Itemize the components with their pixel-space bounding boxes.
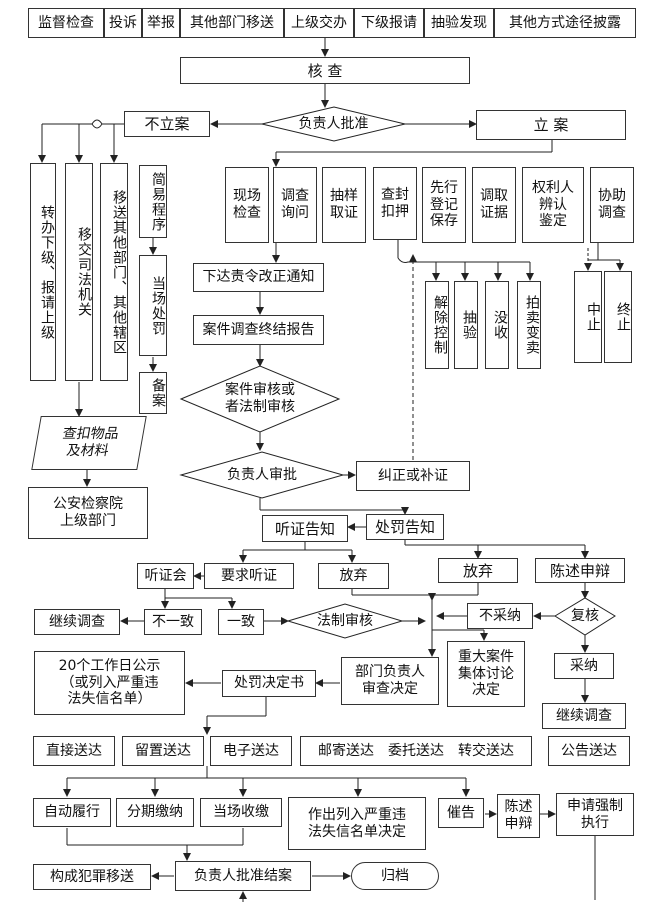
consistent-box: 一致 bbox=[218, 609, 264, 635]
statement-defense-box: 陈述申辩 bbox=[535, 558, 625, 583]
source-subordinate: 下级报请 bbox=[354, 8, 424, 38]
enforcement-application-box: 申请强制 执行 bbox=[556, 793, 634, 836]
measure-identification: 权利人 辨认 鉴定 bbox=[522, 167, 584, 243]
filed-box: 立 案 bbox=[476, 110, 626, 140]
approval-review-diamond bbox=[179, 451, 345, 499]
source-other-dept: 其他部门移送 bbox=[180, 8, 284, 38]
final-report-box: 案件调查终结报告 bbox=[193, 315, 324, 345]
not-filed-box: 不立案 bbox=[124, 111, 210, 137]
seized-materials-box: 查扣物品 及材料 bbox=[31, 416, 147, 470]
outcome-sampling: 抽验 bbox=[454, 281, 478, 369]
simple-procedure-box: 简易程序 bbox=[139, 165, 167, 238]
branch-transfer-other-dept: 移送其他部门、其他辖区 bbox=[100, 163, 128, 381]
penalty-decision-box: 处罚决定书 bbox=[222, 670, 316, 697]
source-superior: 上级交办 bbox=[284, 8, 354, 38]
hearing-notice-box: 听证告知 bbox=[262, 515, 348, 542]
blacklist-decision-box: 作出列入严重违 法失信名单决定 bbox=[288, 797, 426, 850]
outcome-terminate: 终止 bbox=[604, 271, 632, 363]
exec-auto: 自动履行 bbox=[33, 798, 111, 827]
outcome-auction: 拍卖变卖 bbox=[517, 281, 541, 369]
police-procuratorate-box: 公安检察院 上级部门 bbox=[28, 487, 148, 539]
delivery-announcement: 公告送达 bbox=[548, 736, 630, 766]
source-other-channels: 其他方式途径披露 bbox=[494, 8, 636, 38]
on-site-penalty-box: 当场处罚 bbox=[139, 255, 167, 356]
approve-decision-label: 负责人批准 bbox=[298, 115, 369, 132]
verify-box: 核 查 bbox=[180, 57, 470, 84]
measure-site-inspection: 现场 检查 bbox=[225, 167, 269, 243]
case-review-diamond bbox=[179, 365, 341, 433]
major-case-discussion-box: 重大案件 集体讨论 决定 bbox=[447, 641, 525, 707]
measure-sampling: 抽样 取证 bbox=[322, 167, 366, 243]
approve-decision-diamond bbox=[261, 106, 406, 142]
source-report: 举报 bbox=[142, 8, 180, 38]
correct-supplement-box: 纠正或补证 bbox=[356, 461, 470, 491]
recheck-label: 复核 bbox=[571, 608, 599, 625]
branch-transfer-subordinate: 转办下级、报请上级 bbox=[30, 163, 56, 381]
waive-box-1: 放弃 bbox=[318, 563, 389, 589]
hearing-box: 听证会 bbox=[137, 563, 194, 589]
filing-record-box: 备案 bbox=[139, 372, 167, 414]
legal-review-label: 法制审核 bbox=[317, 612, 373, 629]
exec-installment: 分期缴纳 bbox=[116, 798, 194, 827]
crime-transfer-box: 构成犯罪移送 bbox=[33, 864, 151, 890]
adopted-box: 采纳 bbox=[554, 653, 614, 679]
measure-seizure: 查封 扣押 bbox=[373, 167, 417, 240]
delivery-electronic: 电子送达 bbox=[210, 736, 292, 766]
source-complaint: 投诉 bbox=[104, 8, 142, 38]
delivery-direct: 直接送达 bbox=[33, 736, 115, 766]
recheck-diamond bbox=[554, 597, 616, 636]
delivery-mail-entrust-transfer: 邮寄送达 委托送达 转交送达 bbox=[300, 736, 532, 766]
close-case-box: 负责人批准结案 bbox=[175, 861, 311, 891]
request-hearing-box: 要求听证 bbox=[204, 563, 294, 589]
outcome-suspend: 中止 bbox=[574, 271, 602, 363]
rectification-notice-box: 下达责令改正通知 bbox=[193, 263, 324, 292]
public-notice-box: 20个工作日公示 （或列入严重违 法失信名单） bbox=[34, 651, 185, 715]
exec-on-site: 当场收缴 bbox=[200, 798, 282, 827]
approval-review-label: 负责人审批 bbox=[227, 466, 297, 483]
delivery-retention: 留置送达 bbox=[122, 736, 204, 766]
measure-registration: 先行 登记 保存 bbox=[422, 167, 466, 243]
archive-box: 归档 bbox=[351, 862, 439, 890]
waive-box-2: 放弃 bbox=[438, 558, 518, 583]
statement-box-2: 陈述 申辩 bbox=[497, 794, 540, 838]
inconsistent-box: 不一致 bbox=[144, 609, 202, 635]
dept-head-decision-box: 部门负责人 审查决定 bbox=[341, 657, 439, 705]
measure-assist: 协助 调查 bbox=[590, 167, 634, 243]
source-sampling: 抽验发现 bbox=[424, 8, 494, 38]
measure-inquiry: 调查 询问 bbox=[273, 167, 317, 243]
outcome-confiscation: 没收 bbox=[485, 281, 509, 369]
branch-transfer-judiciary: 移交司法机关 bbox=[65, 163, 93, 381]
urge-box: 催告 bbox=[438, 798, 484, 828]
penalty-notice-box: 处罚告知 bbox=[366, 514, 444, 540]
continue-investigation-box-1: 继续调查 bbox=[34, 609, 120, 635]
measure-evidence: 调取 证据 bbox=[472, 167, 516, 243]
not-adopted-box: 不采纳 bbox=[467, 603, 533, 629]
outcome-release: 解除控制 bbox=[425, 281, 449, 369]
source-supervision: 监督检查 bbox=[28, 8, 104, 38]
case-review-label: 案件审核或 者法制审核 bbox=[225, 382, 295, 415]
continue-investigation-box-2: 继续调查 bbox=[542, 703, 626, 729]
legal-review-diamond bbox=[286, 603, 404, 639]
